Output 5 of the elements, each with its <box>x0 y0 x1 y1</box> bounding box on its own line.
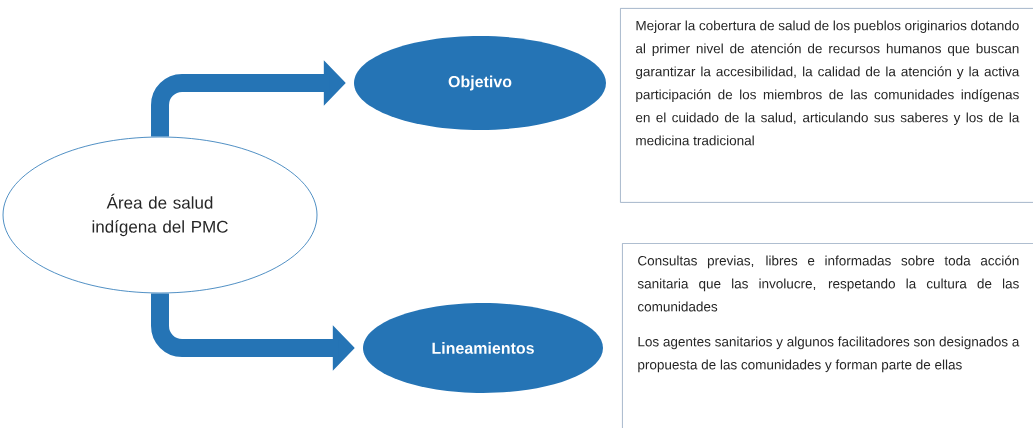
text-box: Consultas previas, libres e informadas sobre toda acción sanitaria que las involucre, respetando la cultura de las comunidades Los agentes sanitarios y algunos facilitadores son designados a propuesta de las comunidades y forman parte de ellas <box>622 243 1033 428</box>
filled-oval: Objetivo <box>354 36 606 130</box>
text-box: Mejorar la cobertura de salud de los pueblos originarios dotando al primer nivel de atención de recursos humanos que buscan garantizar la accesibilidad, la calidad de la atención y la activa participación de los miembros de las comunidades indígenas en el cuidado de la salud, articulando sus saberes y los de la medicina tradicional <box>620 8 1033 203</box>
filled-oval: Lineamientos <box>363 303 603 393</box>
oval-node: Área de salud indígena del PMC <box>2 136 318 294</box>
